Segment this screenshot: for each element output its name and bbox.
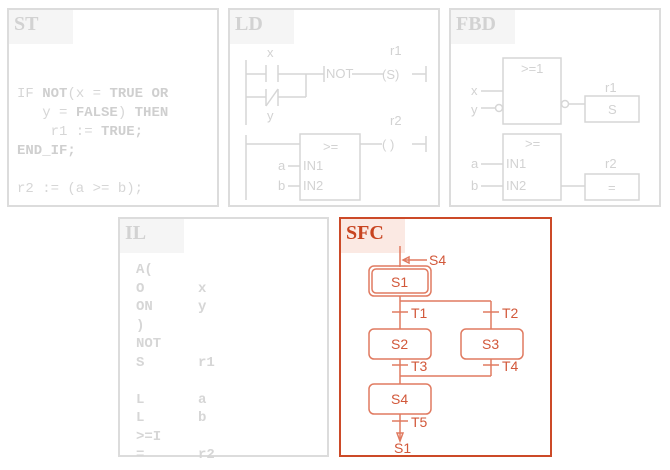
svg-text:r1: r1	[605, 80, 617, 95]
fbd-title: FBD	[451, 10, 515, 44]
svg-text:S4: S4	[429, 252, 446, 268]
svg-text:S4: S4	[391, 391, 408, 407]
svg-text:( ): ( )	[382, 137, 394, 152]
st-code: IF NOT(x = TRUE OR y = FALSE) THEN r1 :=…	[17, 86, 169, 197]
svg-text:r2: r2	[605, 156, 617, 171]
svg-text:y: y	[471, 102, 478, 117]
svg-text:x: x	[471, 83, 478, 98]
ladder-diagram: x y NOT (S) r1 ( ) r2 >= a IN1 b IN2	[245, 43, 427, 201]
svg-text:a: a	[471, 156, 479, 171]
function-block-diagram: >=1 x y S r1 >= a IN1 b IN2 = r2	[471, 57, 640, 201]
svg-text:NOT: NOT	[326, 66, 354, 81]
sfc-panel: SFC S4 S1 T1 T2 S2 S3 T3 T4 S4 T5 S1	[339, 217, 552, 457]
svg-text:y: y	[267, 108, 274, 123]
svg-text:T5: T5	[411, 414, 428, 430]
svg-text:a: a	[278, 158, 286, 173]
ld-title: LD	[230, 10, 294, 44]
svg-text:(S): (S)	[382, 67, 399, 82]
svg-text:S1: S1	[394, 440, 411, 456]
svg-text:T2: T2	[502, 305, 519, 321]
st-panel: ST IF NOT(x = TRUE OR y = FALSE) THEN r1…	[7, 8, 219, 207]
st-title: ST	[9, 10, 73, 44]
svg-text:>=: >=	[323, 139, 338, 154]
svg-text:x: x	[267, 45, 274, 60]
ld-panel: LD x y NOT (S) r1 ( ) r2 >= a IN1 b IN2	[228, 8, 440, 207]
sfc-title: SFC	[341, 219, 405, 253]
svg-text:S: S	[608, 102, 617, 117]
svg-text:IN1: IN1	[506, 156, 526, 171]
svg-text:S1: S1	[391, 274, 408, 290]
il-title: IL	[120, 219, 184, 253]
svg-text:T3: T3	[411, 358, 428, 374]
svg-text:IN2: IN2	[506, 178, 526, 193]
sequential-function-chart: S4 S1 T1 T2 S2 S3 T3 T4 S4 T5 S1	[368, 246, 524, 456]
svg-text:=: =	[608, 180, 616, 195]
svg-text:IN2: IN2	[303, 178, 323, 193]
svg-text:r2: r2	[390, 113, 402, 128]
svg-text:>=: >=	[525, 136, 540, 151]
svg-text:r1: r1	[390, 43, 402, 58]
svg-text:b: b	[471, 178, 478, 193]
svg-text:IN1: IN1	[303, 158, 323, 173]
svg-text:b: b	[278, 178, 285, 193]
svg-text:T1: T1	[411, 305, 428, 321]
svg-text:>=1: >=1	[521, 61, 543, 76]
svg-text:S3: S3	[482, 336, 499, 352]
svg-text:T4: T4	[502, 358, 519, 374]
fbd-panel: FBD >=1 x y S r1 >= a IN1 b IN2 = r2	[449, 8, 661, 207]
svg-text:S2: S2	[391, 336, 408, 352]
